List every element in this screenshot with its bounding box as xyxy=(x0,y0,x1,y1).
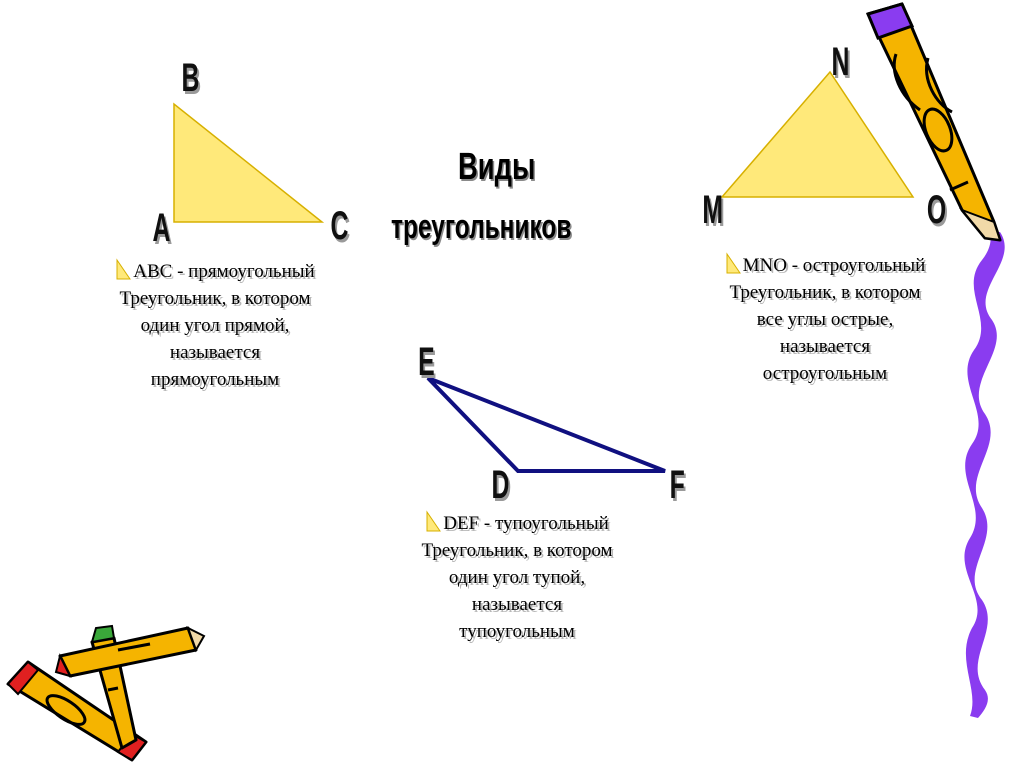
description-def-line: один угол тупой, xyxy=(448,567,586,588)
description-abc: ABC - прямоугольный Треугольник, в котор… xyxy=(50,258,380,393)
vertex-label-b: B xyxy=(181,56,200,100)
vertex-label-n: N xyxy=(831,40,850,84)
vertex-label-m: M xyxy=(702,188,723,232)
description-abc-line: один угол прямой, xyxy=(140,315,290,336)
vertex-label-o: O xyxy=(926,188,947,232)
description-mno-line: Треугольник, в котором xyxy=(729,282,921,303)
description-abc-line: ABC - прямоугольный xyxy=(133,261,315,282)
description-def-line: Треугольник, в котором xyxy=(421,540,613,561)
triangle-bullet-icon xyxy=(726,252,741,274)
vertex-label-f: F xyxy=(669,463,685,507)
ribbon-decoration xyxy=(964,232,1005,718)
title-line-1: Виды xyxy=(458,146,536,188)
description-def-line: тупоугольным xyxy=(459,621,575,642)
vertex-label-c: C xyxy=(330,204,349,248)
description-abc-line: называется xyxy=(169,342,261,363)
vertex-label-e: E xyxy=(418,340,435,384)
description-mno-line: все углы острые, xyxy=(756,309,894,330)
description-mno-line: MNO - остроугольный xyxy=(742,255,926,276)
description-abc-line: прямоугольным xyxy=(150,369,280,390)
description-mno-line: остроугольным xyxy=(762,363,888,384)
vertex-label-a: A xyxy=(152,206,171,250)
description-def-line: DEF - тупоугольный xyxy=(443,513,609,534)
vertex-label-d: D xyxy=(491,463,510,507)
triangle-bullet-icon xyxy=(116,258,132,280)
pencil-icon xyxy=(865,2,1002,242)
description-def: DEF - тупоугольный Треугольник, в которо… xyxy=(352,510,682,645)
description-mno: MNO - остроугольный Треугольник, в котор… xyxy=(660,252,990,387)
title-line-2: треугольников xyxy=(391,208,572,246)
description-abc-line: Треугольник, в котором xyxy=(119,288,311,309)
crossed-pencils-icon xyxy=(6,624,206,762)
acute-triangle-mno xyxy=(720,70,915,198)
right-triangle-abc xyxy=(173,102,325,223)
obtuse-triangle-def xyxy=(426,376,666,473)
triangle-bullet-icon xyxy=(426,510,442,532)
description-mno-line: называется xyxy=(779,336,871,357)
description-def-line: называется xyxy=(471,594,563,615)
